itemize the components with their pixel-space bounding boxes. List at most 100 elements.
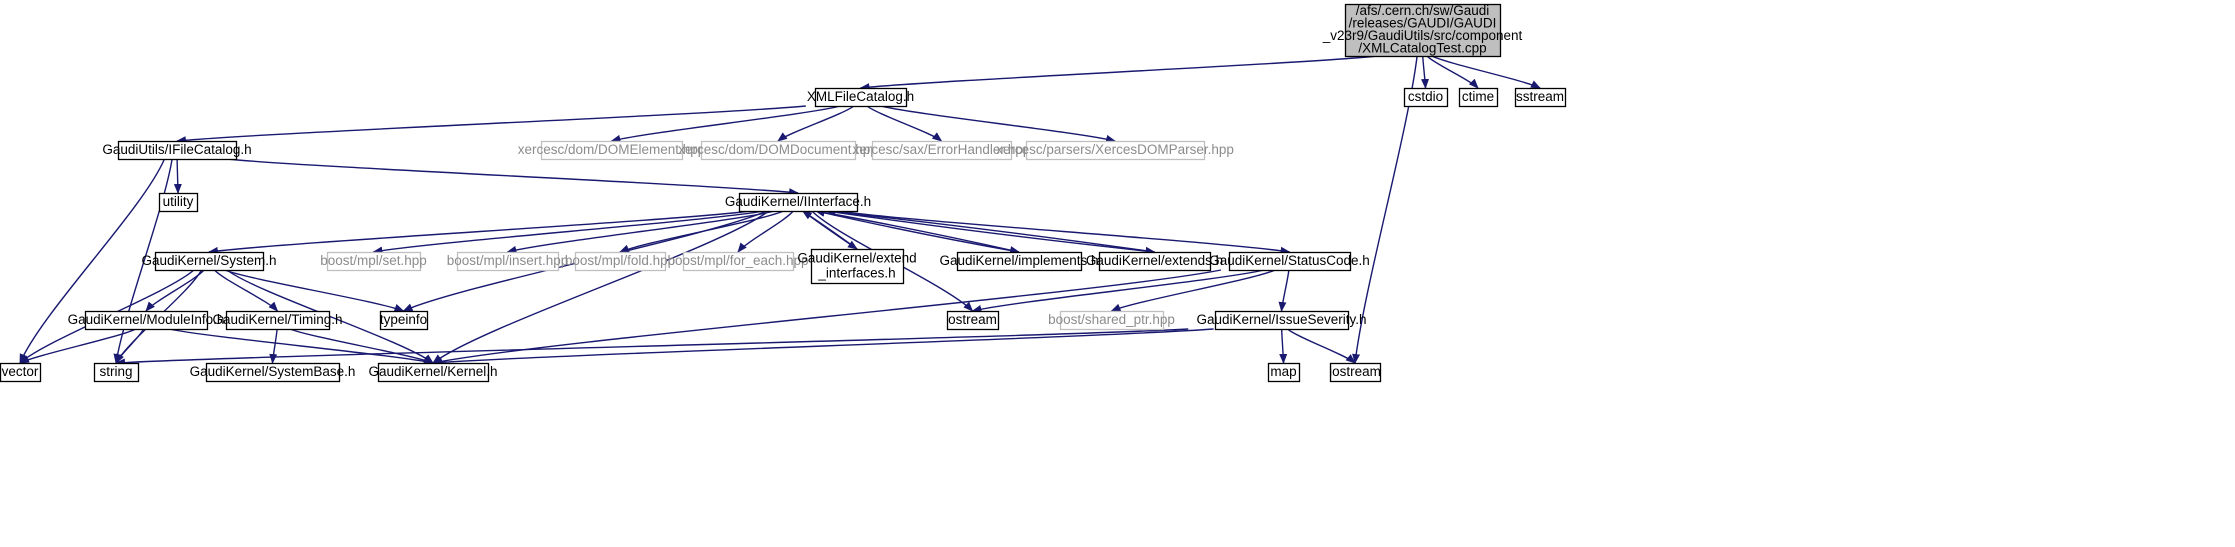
- node-root[interactable]: /afs/.cern.ch/sw/Gaudi/releases/GAUDI/GA…: [1322, 3, 1523, 58]
- node-cstdio[interactable]: cstdio: [1403, 87, 1449, 108]
- node-label: GaudiKernel/extend: [797, 251, 916, 266]
- edge-xmlfilecatalog-to-xercesdomparser: [880, 105, 1116, 143]
- node-box: [117, 140, 238, 161]
- node-box: [1458, 87, 1499, 108]
- node-box: [814, 87, 908, 108]
- node-label: GaudiUtils/IFileCatalog.h: [102, 142, 251, 157]
- edge-root-to-ctime: [1426, 55, 1479, 89]
- node-box: [540, 140, 684, 161]
- node-domdocument[interactable]: xercesc/dom/DOMDocument.hpp: [678, 140, 878, 161]
- edge-statuscode-to-issueseverity: [1278, 269, 1290, 312]
- edge-timing-to-kernel: [289, 328, 434, 364]
- edge-extends-to-iinterface: [825, 208, 1155, 253]
- node-label: boost/mpl/for_each.hpp: [667, 253, 808, 268]
- edge-xmlfilecatalog-to-ifilecatalog: [176, 105, 806, 145]
- node-label: GaudiKernel/implements.h: [939, 253, 1098, 268]
- node-timing[interactable]: GaudiKernel/Timing.h: [212, 310, 343, 331]
- node-box: [871, 140, 1013, 161]
- node-utility[interactable]: utility: [158, 192, 199, 213]
- node-label: xercesc/parsers/XercesDOMParser.hpp: [996, 142, 1234, 157]
- node-issueseverity[interactable]: GaudiKernel/IssueSeverity.h: [1196, 310, 1367, 331]
- edge-iinterface-to-implements: [815, 210, 1020, 254]
- node-string[interactable]: string: [93, 362, 140, 383]
- node-box: [738, 192, 859, 213]
- node-label: GaudiKernel/Kernel.h: [368, 364, 497, 379]
- node-label: xercesc/dom/DOMElement.hpp: [518, 142, 706, 157]
- edge-root-to-cstdio: [1421, 55, 1430, 89]
- edge-issueseverity-to-map: [1279, 328, 1288, 364]
- node-sstream[interactable]: sstream: [1514, 87, 1567, 108]
- node-kernel[interactable]: GaudiKernel/Kernel.h: [368, 362, 498, 383]
- node-label: GaudiKernel/System.h: [141, 253, 276, 268]
- node-box: [377, 362, 490, 383]
- edge-statuscode-to-ostream: [971, 269, 1265, 313]
- node-mplfold[interactable]: boost/mpl/fold.hpp: [565, 251, 675, 272]
- node-statuscode[interactable]: GaudiKernel/StatusCode.h: [1209, 251, 1370, 272]
- node-ifilecatalog[interactable]: GaudiUtils/IFileCatalog.h: [102, 140, 252, 161]
- edge-moduleinfo-to-kernel: [168, 328, 434, 366]
- edge-root-to-sstream: [1431, 55, 1541, 89]
- node-ostream[interactable]: ostream: [946, 310, 1000, 331]
- node-label: utility: [163, 194, 194, 209]
- node-label: /releases/GAUDI/GAUDI: [1349, 15, 1497, 30]
- node-mplforeach[interactable]: boost/mpl/for_each.hpp: [667, 251, 809, 272]
- node-box: [1344, 3, 1502, 58]
- node-box: [326, 251, 422, 272]
- edge-xmlfilecatalog-to-errorhandler: [866, 105, 943, 142]
- node-sharedptr[interactable]: boost/shared_ptr.hpp: [1048, 310, 1175, 331]
- node-box: [1403, 87, 1449, 108]
- node-label: boost/mpl/insert.hpp: [447, 253, 569, 268]
- node-label: GaudiKernel/IInterface.h: [725, 194, 871, 209]
- node-box: [1267, 362, 1301, 383]
- node-box: [379, 310, 429, 331]
- node-box: [810, 248, 905, 285]
- node-mplset[interactable]: boost/mpl/set.hpp: [320, 251, 427, 272]
- node-label: XMLFileCatalog.h: [807, 89, 914, 104]
- node-extendinterfaces[interactable]: GaudiKernel/extend_interfaces.h: [797, 248, 917, 285]
- node-box: [946, 310, 1000, 331]
- node-xercesdomparser[interactable]: xercesc/parsers/XercesDOMParser.hpp: [996, 140, 1234, 161]
- node-label: xercesc/dom/DOMDocument.hpp: [678, 142, 878, 157]
- node-label: typeinfo: [380, 312, 427, 327]
- node-box: [84, 310, 209, 331]
- edge-iinterface-to-mplfold: [619, 210, 785, 253]
- node-box: [1025, 140, 1206, 161]
- node-box: [1214, 310, 1350, 331]
- node-label: _interfaces.h: [817, 266, 895, 281]
- node-label: GaudiKernel/IssueSeverity.h: [1196, 312, 1366, 327]
- edge-moduleinfo-to-vector: [19, 328, 137, 364]
- node-errorhandler[interactable]: xercesc/sax/ErrorHandler.hpp: [853, 140, 1031, 161]
- node-implements[interactable]: GaudiKernel/implements.h: [939, 251, 1099, 272]
- node-vector[interactable]: vector: [0, 362, 42, 383]
- node-label: ostream: [948, 312, 997, 327]
- node-label: GaudiKernel/SystemBase.h: [190, 364, 356, 379]
- node-domelement[interactable]: xercesc/dom/DOMElement.hpp: [518, 140, 706, 161]
- edge-ifilecatalog-to-iinterface: [226, 158, 799, 197]
- node-box: [574, 251, 667, 272]
- edge-system-to-moduleinfo: [145, 269, 205, 312]
- node-iostream[interactable]: iostream: [1329, 362, 1382, 383]
- node-moduleinfo[interactable]: GaudiKernel/ModuleInfo.h: [68, 310, 225, 331]
- edge-statuscode-to-kernel: [432, 269, 1222, 366]
- node-system[interactable]: GaudiKernel/System.h: [141, 251, 277, 272]
- node-typeinfo[interactable]: typeinfo: [379, 310, 429, 331]
- node-box: [205, 362, 341, 383]
- node-label: string: [99, 364, 132, 379]
- node-label: _v23r9/GaudiUtils/src/component: [1322, 28, 1523, 43]
- edge-iinterface-to-system: [208, 210, 751, 255]
- node-map[interactable]: map: [1267, 362, 1301, 383]
- node-box: [1228, 251, 1352, 272]
- node-iinterface[interactable]: GaudiKernel/IInterface.h: [725, 192, 871, 213]
- node-box: [682, 251, 795, 272]
- node-xmlfilecatalog[interactable]: XMLFileCatalog.h: [807, 87, 914, 108]
- node-box: [93, 362, 140, 383]
- edge-system-to-typeinfo: [224, 269, 405, 312]
- node-systembase[interactable]: GaudiKernel/SystemBase.h: [190, 362, 356, 383]
- node-label: ctime: [1462, 89, 1494, 104]
- edge-extendinterfaces-to-iinterface: [801, 210, 858, 250]
- nodes-layer: /afs/.cern.ch/sw/Gaudi/releases/GAUDI/GA…: [0, 3, 1567, 383]
- node-label: boost/mpl/set.hpp: [320, 253, 427, 268]
- node-mplinsert[interactable]: boost/mpl/insert.hpp: [447, 251, 569, 272]
- node-ctime[interactable]: ctime: [1458, 87, 1499, 108]
- node-extends[interactable]: GaudiKernel/extends.h: [1086, 251, 1223, 272]
